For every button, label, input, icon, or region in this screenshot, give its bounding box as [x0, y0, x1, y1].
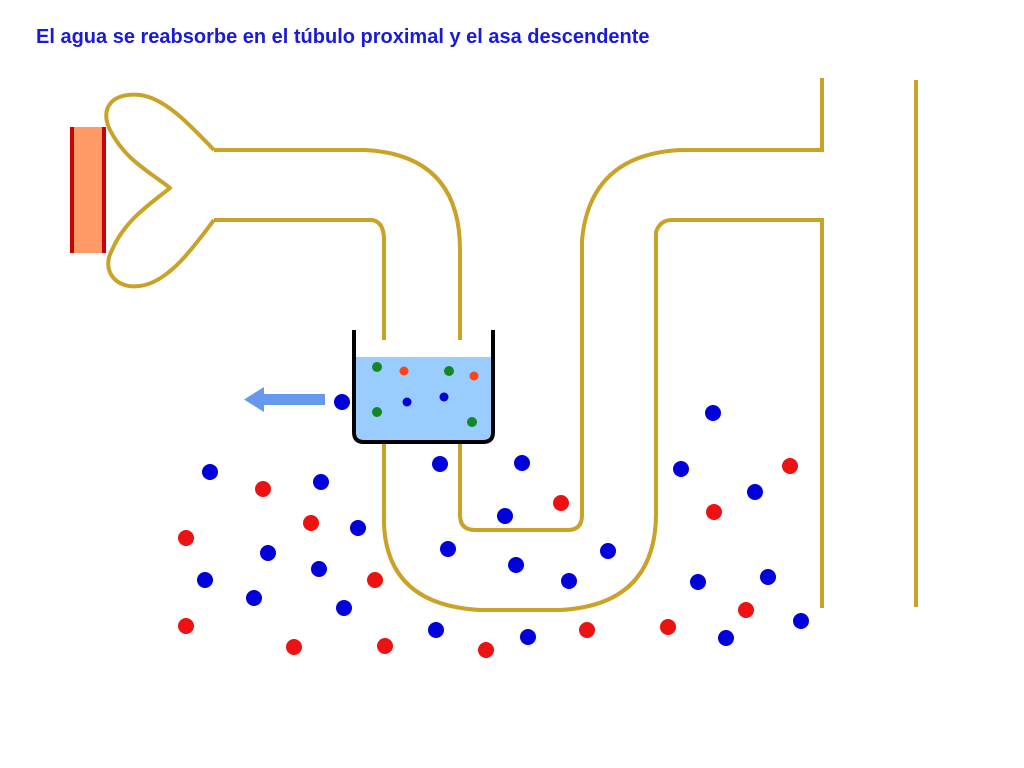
blue-particle: [428, 622, 444, 638]
arrow-shaft: [262, 394, 325, 405]
red-particle: [178, 618, 194, 634]
blue-particle: [747, 484, 763, 500]
blue-particle: [311, 561, 327, 577]
bowman-capsule: [104, 92, 216, 289]
blood-vessel-icon: [70, 127, 106, 253]
blue-particle: [508, 557, 524, 573]
red-particle: [553, 495, 569, 511]
loop-of-henle-outer-wall: [382, 218, 824, 612]
green-particle: [467, 417, 477, 427]
red-particle: [367, 572, 383, 588]
red-particle: [579, 622, 595, 638]
blue-particle: [350, 520, 366, 536]
green-particle: [444, 366, 454, 376]
blue-particle: [336, 600, 352, 616]
red-particle: [286, 639, 302, 655]
blue-particle: [705, 405, 721, 421]
red-particle: [377, 638, 393, 654]
blue-particle: [673, 461, 689, 477]
red-particle: [738, 602, 754, 618]
blue-particle: [718, 630, 734, 646]
beaker-icon: [352, 330, 495, 444]
proximal-tubule-inner-wall: [214, 218, 386, 340]
blue-particle: [334, 394, 350, 410]
red-particle: [478, 642, 494, 658]
red-particle: [660, 619, 676, 635]
red-particle: [178, 530, 194, 546]
orange-particle: [399, 366, 409, 376]
loop-of-henle-inner-wall: [458, 78, 824, 532]
blood-vessel-body: [71, 127, 105, 253]
blue-particle: [497, 508, 513, 524]
blue-particle: [760, 569, 776, 585]
blue-particle: [260, 545, 276, 561]
blue-particle: [440, 541, 456, 557]
blue-particle: [520, 629, 536, 645]
blue-particle: [202, 464, 218, 480]
green-particle: [372, 407, 382, 417]
solute-particles: [178, 362, 809, 658]
blue-particle: [197, 572, 213, 588]
green-particle: [372, 362, 382, 372]
blue-particle: [690, 574, 706, 590]
small-blue-particle: [402, 397, 412, 407]
blue-particle: [600, 543, 616, 559]
blue-particle: [561, 573, 577, 589]
red-particle: [782, 458, 798, 474]
arrow-head: [244, 387, 264, 412]
blue-particle: [246, 590, 262, 606]
blue-particle: [313, 474, 329, 490]
orange-particle: [469, 371, 479, 381]
blue-particle: [793, 613, 809, 629]
red-particle: [255, 481, 271, 497]
red-particle: [706, 504, 722, 520]
blue-particle: [514, 455, 530, 471]
slide-title: El agua se reabsorbe en el túbulo proxim…: [36, 26, 650, 48]
blue-particle: [432, 456, 448, 472]
arrow-left-icon: [244, 387, 325, 412]
red-particle: [303, 515, 319, 531]
beaker-water: [356, 357, 491, 441]
beaker-outline: [352, 330, 495, 444]
small-blue-particle: [439, 392, 449, 402]
proximal-tubule-outer-wall: [214, 148, 462, 340]
